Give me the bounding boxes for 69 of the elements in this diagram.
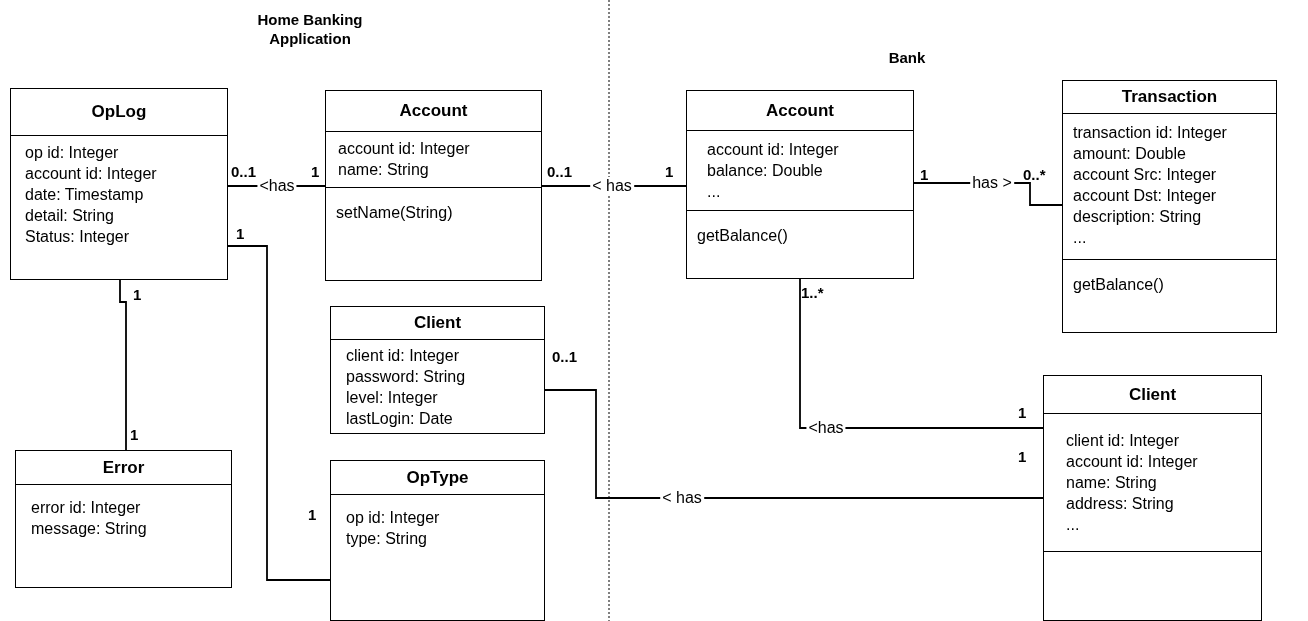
class-box [1043,375,1262,621]
multiplicity-label: 1 [308,506,317,523]
attribute-text: account id: Integer [338,139,470,159]
class-box [330,306,545,434]
class-name: Account [766,100,834,121]
attribute-text: date: Timestamp [25,185,144,205]
multiplicity-label: 0..1 [547,163,573,180]
attribute-text: account id: Integer [1066,452,1198,472]
attribute-text: description: String [1073,207,1202,227]
attribute-text: name: String [1066,473,1157,493]
class-name: Client [1128,384,1177,405]
attribute-text: amount: Double [1073,144,1186,164]
operation-text: getBalance() [1073,275,1164,295]
multiplicity-label: 1 [920,166,929,183]
multiplicity-label: 0..* [1023,166,1046,183]
multiplicity-label: 1 [1018,448,1027,465]
attribute-text: message: String [31,519,147,539]
attribute-text: account id: Integer [25,164,157,184]
multiplicity-label: 0..1 [552,348,578,365]
attribute-text: error id: Integer [31,498,141,518]
attribute-text: address: String [1066,494,1174,514]
attribute-text: ... [1073,228,1087,248]
class-name: OpType [406,467,469,488]
attribute-text: balance: Double [707,161,823,181]
attribute-text: account id: Integer [707,140,839,160]
attribute-text: ... [707,182,721,202]
class-name: OpLog [91,102,147,122]
attribute-text: type: String [346,529,427,549]
multiplicity-label: 1 [1018,404,1027,421]
class-box [330,460,545,621]
attribute-text: password: String [346,367,466,387]
attribute-text: lastLogin: Date [346,409,453,429]
multiplicity-label: 1 [236,225,245,242]
attribute-text: transaction id: Integer [1073,123,1227,143]
attribute-text: ... [1066,515,1080,535]
multiplicity-label: 1 [665,163,674,180]
multiplicity-label: 1 [133,286,142,303]
class-box [686,90,914,279]
multiplicity-label: 0..1 [231,163,257,180]
attribute-text: Status: Integer [25,227,130,247]
attribute-text: level: Integer [346,388,438,408]
edge-label: < has [590,177,634,195]
multiplicity-label: 1 [311,163,320,180]
association-line [799,278,1044,429]
class-name: Transaction [1121,87,1218,107]
association-line [119,279,127,451]
attribute-text: detail: String [25,206,114,226]
class-name: Client [413,313,462,333]
multiplicity-label: 1 [130,426,139,443]
attribute-text: client id: Integer [1066,431,1179,451]
class-name: Error [102,457,145,478]
class-box [1062,80,1277,333]
class-box [10,88,228,280]
association-line [227,245,331,581]
class-name: Account [399,101,468,121]
operation-text: getBalance() [697,226,788,246]
class-box [15,450,232,588]
attribute-text: name: String [338,160,429,180]
attribute-text: op id: Integer [25,143,119,163]
attribute-text: account Src: Integer [1073,165,1217,185]
attribute-text: client id: Integer [346,346,459,366]
section-heading: Bank [887,48,927,67]
attribute-text: op id: Integer [346,508,440,528]
section-heading: Home Banking Application [256,10,364,48]
multiplicity-label: 1..* [801,284,824,301]
class-box [325,90,542,281]
association-line [544,389,1044,499]
attribute-text: account Dst: Integer [1073,186,1217,206]
operation-text: setName(String) [336,203,453,223]
